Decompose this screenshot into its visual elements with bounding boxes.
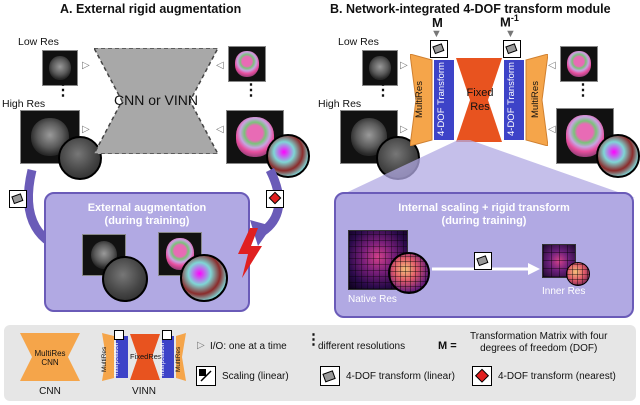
legend-vinn-multires-left: MultiRes (101, 346, 108, 372)
io-arrow-a-out-low: ◁ (216, 60, 224, 71)
legend-vinn-interp-right: Interpolation (160, 342, 166, 376)
seg-zoom-circle-b (596, 134, 640, 178)
multires-right: MultiRes (530, 81, 541, 119)
m-inverse-arrow: ▼ (505, 28, 516, 40)
native-res-zoom (388, 252, 430, 294)
multires-left: MultiRes (414, 81, 425, 119)
legend-m-key: M = (438, 340, 457, 352)
native-res-label: Native Res (348, 294, 397, 305)
zoom-cone-b (335, 140, 635, 198)
m-inverse-label: M-1 (500, 13, 519, 29)
transform-left: 4-DOF Transform (436, 62, 447, 136)
m-arrow: ▼ (431, 28, 442, 40)
io-arrow-a-out-high: ◁ (216, 124, 224, 135)
legend-scaling-text: Scaling (linear) (222, 371, 289, 382)
legend-res-text: different resolutions (318, 341, 406, 352)
low-res-seg-b (560, 46, 598, 82)
legend-cnn-inner: MultiRes CNN (34, 349, 66, 367)
legend-cnn-label: CNN (39, 386, 61, 397)
low-res-brain-a (42, 50, 78, 86)
low-res-brain-b (362, 50, 398, 86)
legend-cnn-shape (20, 333, 80, 381)
high-res-label-a: High Res (2, 98, 46, 110)
legend-io-icon: ▷ (197, 340, 205, 351)
legend-m-text: Transformation Matrix with four degrees … (470, 331, 608, 354)
transform-linear-icon-a (9, 190, 27, 208)
io-arrow-a-low: ▷ (82, 60, 90, 71)
panel-b-title: B. Network-integrated 4-DOF transform mo… (330, 2, 611, 16)
high-res-label-b: High Res (318, 98, 362, 110)
resolution-dots-a-out: ⋮ (243, 82, 259, 99)
legend-vinn-label: VINN (132, 386, 156, 397)
legend-transform-nearest-icon (472, 366, 492, 386)
legend-io-text: I/O: one at a time (210, 341, 287, 352)
legend-transform-linear-icon (320, 366, 340, 386)
resolution-dots-b-out: ⋮ (575, 82, 591, 99)
legend-transform-linear-text: 4-DOF transform (linear) (346, 371, 455, 382)
model-hourglass-a (94, 48, 218, 154)
model-label-a: CNN or VINN (113, 92, 198, 108)
transform-right: 4-DOF Transform (506, 62, 517, 136)
inner-res-zoom (566, 262, 590, 286)
high-res-seg-b (556, 108, 614, 164)
legend-vinn-shape (102, 333, 186, 381)
legend-vinn-scaling-icon-right (162, 330, 172, 340)
transform-linear-icon-b2 (503, 40, 521, 58)
zoom-circle-a (58, 136, 102, 180)
network-module-b (410, 54, 548, 146)
m-label: M (432, 15, 443, 30)
m-inverse-base: M (500, 14, 511, 30)
internal-transform-title: Internal scaling + rigid transform (duri… (398, 202, 570, 227)
inner-res-label: Inner Res (542, 286, 586, 297)
legend-vinn-interp-left: Interpolation (114, 342, 120, 376)
io-arrow-b-out-high: ◁ (548, 124, 556, 135)
legend-scaling-icon (196, 366, 216, 386)
transform-linear-icon-internal (474, 252, 492, 270)
legend-transform-nearest-text: 4-DOF transform (nearest) (498, 371, 616, 382)
io-arrow-b-out-low: ◁ (548, 60, 556, 71)
low-res-label-b: Low Res (338, 36, 379, 48)
resolution-dots-b: ⋮ (375, 82, 391, 99)
augmented-seg-circle-a (180, 254, 228, 302)
transform-nearest-icon-a (266, 190, 284, 208)
io-arrow-a-high: ▷ (82, 124, 90, 135)
panel-a-title: A. External rigid augmentation (60, 2, 242, 16)
m-inverse-sup: -1 (510, 13, 519, 23)
inner-res-heatmap (542, 244, 576, 278)
low-res-label-a: Low Res (18, 36, 59, 48)
resolution-dots-a: ⋮ (55, 82, 71, 99)
augmented-zoom-circle-a (102, 256, 148, 302)
legend-vinn-multires-right: MultiRes (175, 346, 182, 372)
legend-vinn-fixed: FixedRes (130, 352, 162, 361)
legend-vinn-scaling-icon-left (114, 330, 124, 340)
external-augmentation-title: External augmentation (during training) (87, 202, 207, 227)
io-arrow-b-high: ▷ (400, 124, 408, 135)
lightning-icon (238, 228, 262, 278)
fixed-res-label: Fixed Res (466, 87, 494, 113)
low-res-seg-a (228, 46, 266, 82)
transform-linear-icon-b1 (430, 40, 448, 58)
io-arrow-b-low: ▷ (400, 60, 408, 71)
